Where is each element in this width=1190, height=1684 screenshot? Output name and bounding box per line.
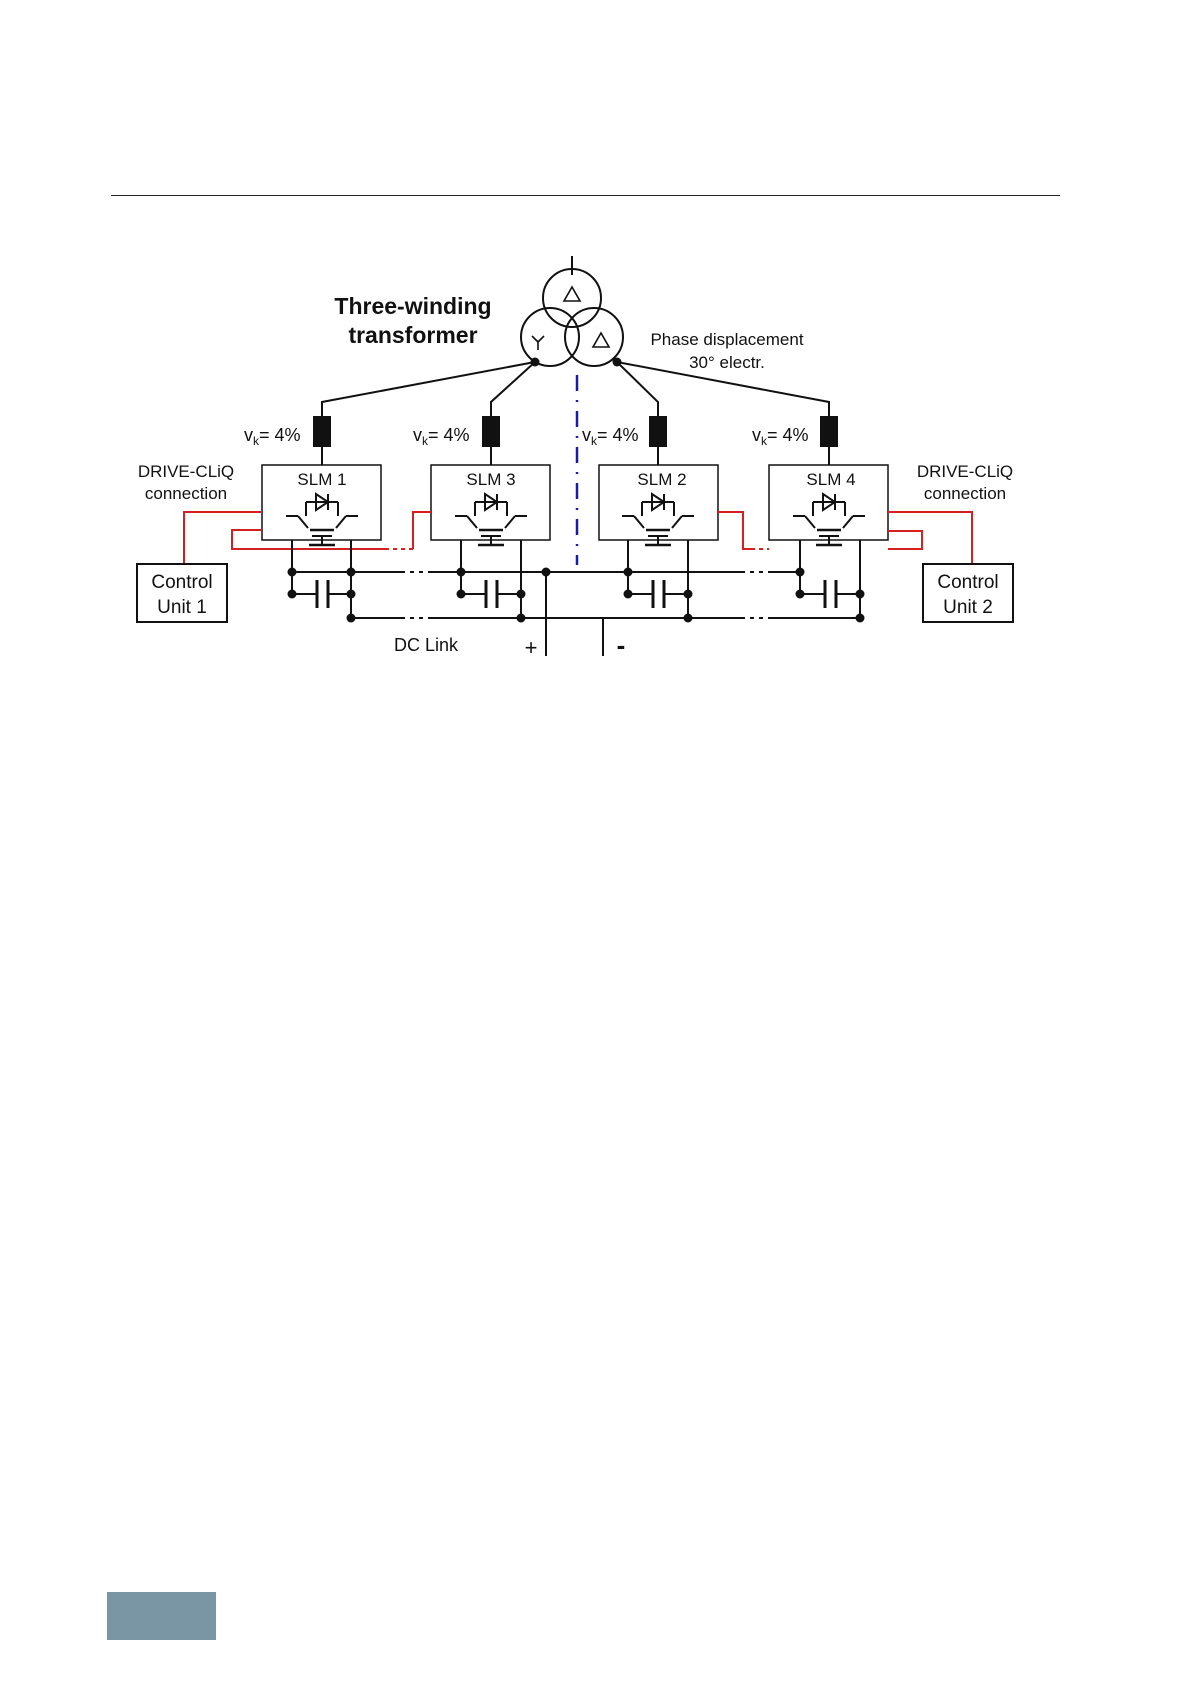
- control-unit-2-line1: Control: [937, 572, 998, 593]
- page-tab: [107, 1592, 216, 1640]
- phase-displacement-line1: Phase displacement: [650, 330, 803, 349]
- control-unit-1-line2: Unit 1: [157, 597, 207, 618]
- transformer-title-line1: Three-winding: [334, 293, 491, 319]
- reactance-label-1: vk= 4%: [244, 425, 301, 448]
- slm-label: SLM 4: [806, 470, 855, 489]
- control-unit-2-line2: Unit 2: [943, 597, 993, 618]
- transformer-title-line2: transformer: [348, 322, 477, 348]
- control-unit-1: Control Unit 1: [137, 564, 227, 622]
- slm-module-1: SLM 1: [262, 465, 381, 545]
- reactance-label-3: vk= 4%: [413, 425, 470, 448]
- slm-module-4: SLM 4: [769, 465, 888, 545]
- slm-module-2: SLM 2: [599, 465, 718, 545]
- reactance-label-2: vk= 4%: [582, 425, 639, 448]
- dc-link-minus: -: [617, 630, 626, 660]
- drive-cliq-right-line2: connection: [924, 484, 1006, 503]
- reactance-label-4: vk= 4%: [752, 425, 809, 448]
- slm-label: SLM 1: [297, 470, 346, 489]
- dc-capacitors: [317, 580, 836, 608]
- dc-link-label: DC Link: [394, 635, 459, 655]
- drive-cliq-left-line2: connection: [145, 484, 227, 503]
- three-winding-transformer: [521, 256, 623, 367]
- phase-displacement-line2: 30° electr.: [689, 353, 765, 372]
- control-unit-2: Control Unit 2: [923, 564, 1013, 622]
- junction-dots: [288, 568, 865, 623]
- slm-label: SLM 2: [637, 470, 686, 489]
- slm-module-3: SLM 3: [431, 465, 550, 545]
- control-unit-1-line1: Control: [151, 572, 212, 593]
- slm-label: SLM 3: [466, 470, 515, 489]
- dc-link-plus: +: [525, 635, 538, 660]
- drive-cliq-right-line1: DRIVE-CLiQ: [917, 462, 1013, 481]
- drive-cliq-left-line1: DRIVE-CLiQ: [138, 462, 234, 481]
- drive-topology-diagram: Three-winding transformer Phase displace…: [0, 0, 1190, 700]
